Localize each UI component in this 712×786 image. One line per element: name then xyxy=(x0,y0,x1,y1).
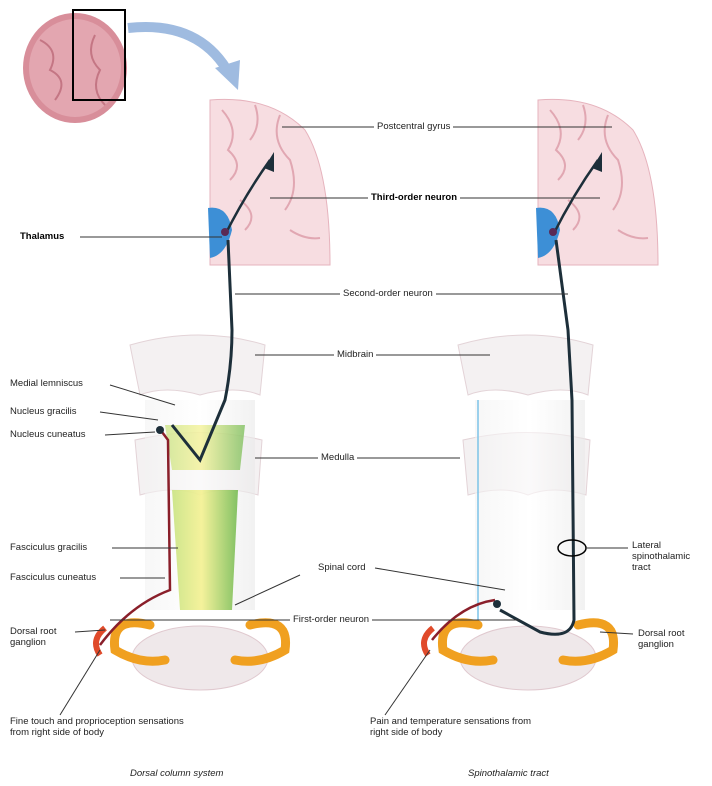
caption-spinothalamic: Spinothalamic tract xyxy=(468,768,549,779)
label-dorsal-root-ganglion-left: Dorsal root ganglion xyxy=(10,626,80,648)
label-third-order-neuron: Third-order neuron xyxy=(368,192,460,203)
label-medulla: Medulla xyxy=(318,452,357,463)
label-dorsal-root-ganglion-right: Dorsal root ganglion xyxy=(638,628,708,650)
label-fasciculus-cuneatus: Fasciculus cuneatus xyxy=(10,572,96,583)
left-cord-section xyxy=(96,623,286,690)
left-cortex xyxy=(208,99,330,265)
fasciculus-columns xyxy=(172,490,238,610)
label-medial-lemniscus: Medial lemniscus xyxy=(10,378,83,389)
zoom-arrow xyxy=(128,27,230,75)
label-midbrain: Midbrain xyxy=(334,349,376,360)
label-postcentral-gyrus: Postcentral gyrus xyxy=(374,121,453,132)
brain-inset xyxy=(23,10,127,123)
label-first-order-neuron: First-order neuron xyxy=(290,614,372,625)
caption-dorsal-column: Dorsal column system xyxy=(130,768,223,779)
label-fasciculus-gracilis: Fasciculus gracilis xyxy=(10,542,87,553)
label-fine-touch: Fine touch and proprioception sensations… xyxy=(10,716,200,738)
label-nucleus-gracilis: Nucleus gracilis xyxy=(10,406,77,417)
label-spinal-cord: Spinal cord xyxy=(318,562,366,573)
label-nucleus-cuneatus: Nucleus cuneatus xyxy=(10,429,86,440)
right-cord-section xyxy=(424,623,614,690)
label-second-order-neuron: Second-order neuron xyxy=(340,288,436,299)
label-thalamus: Thalamus xyxy=(20,231,64,242)
right-cortex xyxy=(536,99,658,265)
label-pain-temperature: Pain and temperature sensations from rig… xyxy=(370,716,550,738)
label-lateral-spinothalamic-tract: Lateral spinothalamic tract xyxy=(632,540,702,573)
